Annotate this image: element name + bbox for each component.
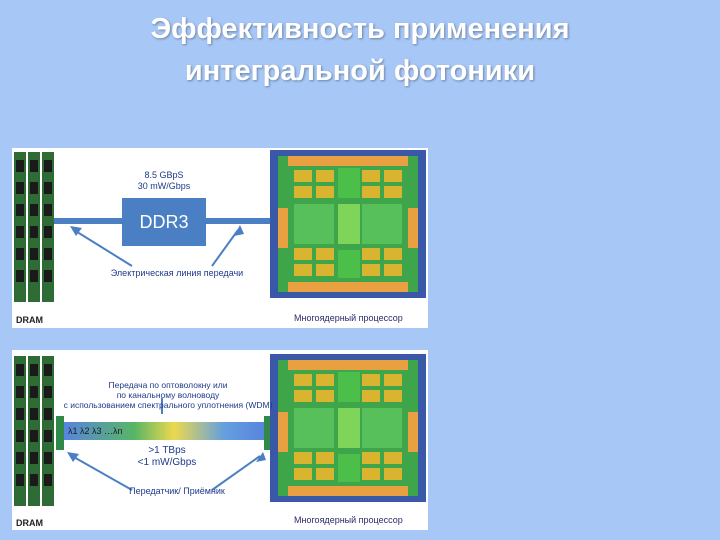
multicore-processor-chip	[270, 150, 426, 298]
dram-label-top: DRAM	[16, 315, 43, 325]
transceiver-left	[56, 416, 64, 450]
processor-label-bottom: Многоядерный процессор	[294, 515, 403, 525]
electrical-power: 30 mW/Gbps	[137, 181, 191, 191]
optical-speed: >1 TBps	[148, 445, 186, 456]
optical-power: <1 mW/Gbps	[137, 457, 197, 468]
optical-link-arrows	[71, 398, 261, 491]
wdm-optical-link	[64, 422, 264, 440]
optical-link-graphic	[14, 354, 426, 506]
wavelength-labels: λ1 λ2 λ3 …λn	[68, 426, 123, 436]
processor-label-top: Многоядерный процессор	[294, 313, 403, 323]
transceiver-right	[264, 416, 272, 450]
wdm-description-line-2: по канальному волноводу	[116, 390, 220, 400]
link-arrows	[73, 229, 239, 267]
electrical-link-label: Электрическая линия передачи	[110, 268, 244, 278]
dram-modules	[14, 152, 54, 302]
electrical-link-graphic	[14, 150, 426, 302]
slide-title: Эффективность применения интегральной фо…	[0, 8, 720, 92]
transceiver-label: Передатчик/ Приёмник	[129, 486, 225, 496]
wdm-description-line-3: с использованием спектрального уплотнени…	[63, 400, 273, 410]
dram-label-bottom: DRAM	[16, 518, 43, 528]
dram-modules-bottom	[14, 356, 54, 506]
ddr3-box: DDR3	[122, 198, 206, 246]
wdm-description-line-1: Передача по оптоволокну или	[108, 380, 228, 390]
title-line-2: интегральной фотоники	[184, 55, 536, 87]
title-line-1: Эффективность применения	[150, 13, 570, 45]
electrical-link-diagram: 8.5 GBpS 30 mW/Gbps DDR3 Электрическая л…	[12, 148, 428, 328]
electrical-speed: 8.5 GBpS	[144, 170, 184, 180]
optical-link-diagram: Передача по оптоволокну или по канальном…	[12, 350, 428, 530]
multicore-processor-chip-bottom	[270, 354, 426, 502]
